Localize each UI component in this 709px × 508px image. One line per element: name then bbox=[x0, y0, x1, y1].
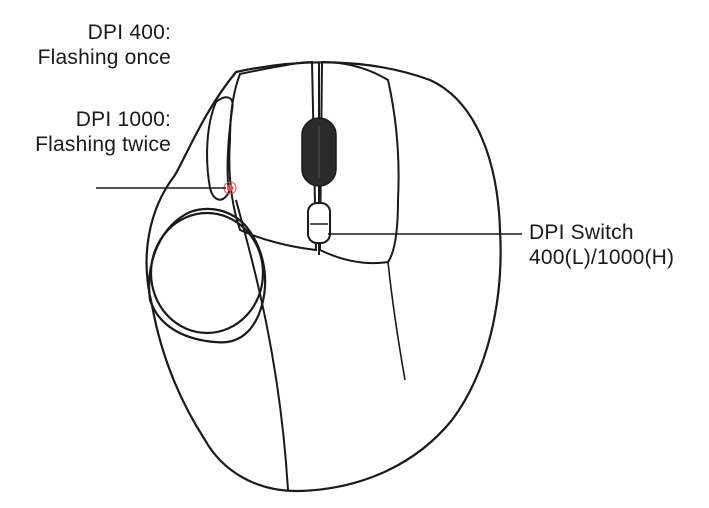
dpi-400-title: DPI 400: bbox=[87, 21, 171, 44]
thumb-cup-outline bbox=[148, 207, 267, 344]
dpi-400-label: DPI 400: Flashing once bbox=[38, 20, 171, 70]
right-button-outline bbox=[318, 60, 400, 265]
dpi-1000-description: Flashing twice bbox=[35, 133, 171, 156]
dpi-switch-button bbox=[307, 202, 331, 244]
dpi-switch-label: DPI Switch 400(L)/1000(H) bbox=[529, 220, 674, 270]
dpi-switch-title: DPI Switch bbox=[529, 221, 634, 244]
side-button-outline bbox=[206, 96, 234, 201]
mouse-body-outline bbox=[145, 61, 502, 493]
dpi-switch-values: 400(L)/1000(H) bbox=[529, 246, 675, 269]
dpi-1000-title: DPI 1000: bbox=[75, 108, 171, 131]
trackball-icon bbox=[149, 211, 265, 335]
dpi-1000-label: DPI 1000: Flashing twice bbox=[35, 107, 171, 157]
right-side-contour bbox=[387, 261, 406, 381]
body-contour-line bbox=[235, 199, 289, 491]
dpi-400-description: Flashing once bbox=[37, 46, 171, 69]
